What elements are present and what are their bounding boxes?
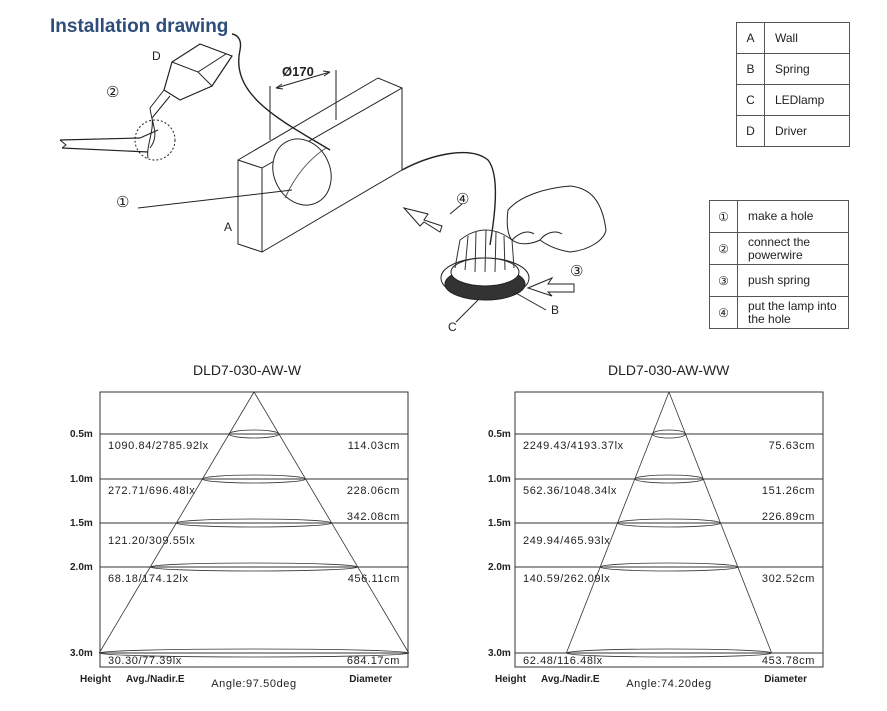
height-label: 1.0m (70, 474, 93, 485)
illuminance-value: 140.59/262.09lx (523, 573, 610, 585)
height-label: 2.0m (488, 562, 511, 573)
diameter-value: 114.03cm (348, 440, 400, 452)
diameter-value: 226.89cm (762, 511, 815, 523)
step-legend-label: make a hole (737, 200, 849, 233)
label-a: A (224, 220, 232, 234)
illuminance-value: 62.48/116.48lx (523, 655, 603, 667)
height-label: 3.0m (70, 648, 93, 659)
diameter-value: 75.63cm (769, 440, 815, 452)
label-b: B (551, 303, 559, 317)
diameter-value: 684.17cm (347, 655, 400, 667)
step-legend-key: ① (709, 200, 738, 233)
diameter-value: 302.52cm (762, 573, 815, 585)
column-header-diameter: Diameter (764, 674, 807, 685)
beam-chart-ww: 0.5m 2249.43/4193.37lx 75.63cm 1.0m 562.36/1… (488, 391, 824, 690)
column-header-avg: Avg./Nadir.E (126, 674, 185, 685)
part-legend-key: C (736, 84, 765, 116)
step-2-marker: ② (106, 84, 119, 101)
beam-angle-label: Angle:97.50deg (211, 678, 296, 690)
illuminance-value: 562.36/1048.34lx (523, 485, 617, 497)
illuminance-value: 30.30/77.39lx (108, 655, 182, 667)
label-d: D (152, 49, 161, 63)
beam-edge-right (253, 391, 410, 654)
height-label: 0.5m (488, 429, 511, 440)
step-4-marker: ④ (456, 191, 469, 208)
photometric-charts: 0.5m 1090.84/2785.92lx 114.03cm 1.0m 272.71/… (70, 391, 824, 690)
beam-edge-left (565, 391, 670, 654)
column-header-diameter: Diameter (349, 674, 392, 685)
diameter-value: 342.08cm (347, 511, 400, 523)
diameter-value: 456.11cm (348, 573, 400, 585)
illuminance-value: 1090.84/2785.92lx (108, 440, 209, 452)
height-label: 1.5m (488, 518, 511, 529)
step-legend-label: put the lamp into the hole (737, 296, 849, 329)
column-header-height: Height (80, 674, 112, 685)
column-header-height: Height (495, 674, 527, 685)
illuminance-value: 249.94/465.93lx (523, 535, 610, 547)
height-label: 3.0m (488, 648, 511, 659)
chart-frame (514, 391, 824, 668)
part-legend-key: D (736, 115, 765, 147)
installation-illustration: Ø170 D A B C ① ② ③ ④ (59, 33, 607, 334)
step-1-marker: ① (116, 194, 129, 211)
part-legend-label: Spring (764, 53, 850, 85)
beam-angle-label: Angle:74.20deg (626, 678, 711, 690)
height-label: 2.0m (70, 562, 93, 573)
beam-edge-left (98, 391, 255, 654)
beam-chart-w: 0.5m 1090.84/2785.92lx 114.03cm 1.0m 272.71/… (70, 391, 410, 690)
diameter-value: 453.78cm (762, 655, 815, 667)
illuminance-value: 272.71/696.48lx (108, 485, 195, 497)
part-legend-key: B (736, 53, 765, 85)
diameter-value: 228.06cm (347, 485, 400, 497)
chart-frame (99, 391, 409, 668)
part-legend-key: A (736, 22, 765, 54)
illuminance-value: 121.20/309.55lx (108, 535, 195, 547)
part-legend-label: LEDlamp (764, 84, 850, 116)
height-label: 1.0m (488, 474, 511, 485)
step-legend-label: push spring (737, 264, 849, 297)
illuminance-value: 68.18/174.12lx (108, 573, 189, 585)
column-header-avg: Avg./Nadir.E (541, 674, 600, 685)
page-title: Installation drawing (50, 16, 229, 37)
chart-title-ww: DLD7-030-AW-WW (608, 362, 730, 378)
step-3-marker: ③ (570, 263, 583, 280)
illuminance-value: 2249.43/4193.37lx (523, 440, 624, 452)
hole-diameter-label: Ø170 (282, 64, 314, 79)
height-label: 0.5m (70, 429, 93, 440)
part-legend-label: Wall (764, 22, 850, 54)
label-c: C (448, 320, 457, 334)
step-legend-key: ③ (709, 264, 738, 297)
step-legend-label: connect the powerwire (737, 232, 849, 265)
step-legend-key: ② (709, 232, 738, 265)
beam-edge-right (668, 391, 773, 654)
diameter-value: 151.26cm (762, 485, 815, 497)
step-legend-key: ④ (709, 296, 738, 329)
height-label: 1.5m (70, 518, 93, 529)
part-legend-label: Driver (764, 115, 850, 147)
chart-title-w: DLD7-030-AW-W (193, 362, 302, 378)
